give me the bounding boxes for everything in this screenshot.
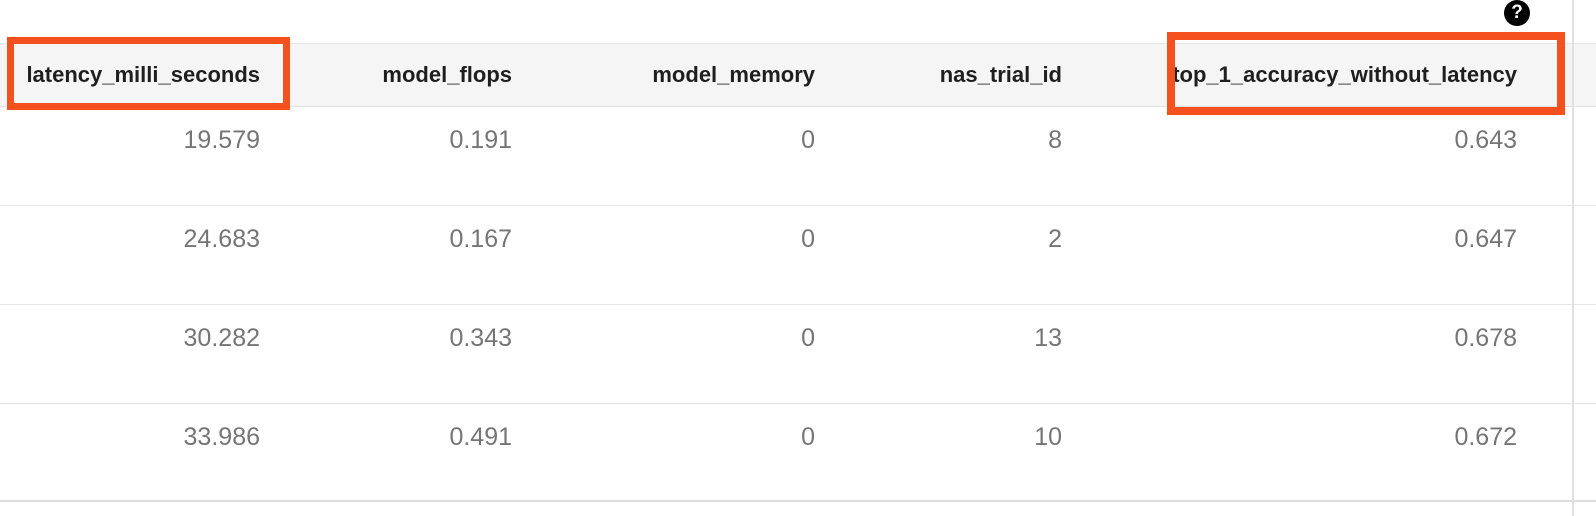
cell-top-1-accuracy: 0.672: [1454, 423, 1517, 451]
column-header-model-flops[interactable]: model_flops: [382, 62, 512, 87]
cell-model-memory: 0: [801, 423, 815, 451]
cell-model-flops: 0.491: [449, 423, 512, 451]
cell-latency: 19.579: [183, 126, 260, 154]
row-gutter-cell: [1573, 404, 1596, 501]
cell-nas-trial-id: 10: [1034, 423, 1062, 451]
table-row[interactable]: 30.282 0.343 0 13 0.678: [0, 304, 1596, 404]
cell-top-1-accuracy: 0.647: [1454, 225, 1517, 253]
column-header-latency-milli-seconds[interactable]: latency_milli_seconds: [26, 62, 260, 87]
row-gutter-cell: [1573, 305, 1596, 404]
column-header-model-memory[interactable]: model_memory: [652, 62, 815, 87]
row-gutter-cell: [1573, 206, 1596, 305]
cell-model-memory: 0: [801, 225, 815, 253]
table-row[interactable]: 33.986 0.491 0 10 0.672: [0, 403, 1596, 501]
column-header-top-1-accuracy-without-latency[interactable]: top_1_accuracy_without_latency: [1172, 62, 1517, 87]
cell-top-1-accuracy: 0.643: [1454, 126, 1517, 154]
cell-model-memory: 0: [801, 126, 815, 154]
nas-trials-table: latency_milli_seconds model_flops model_…: [0, 43, 1596, 502]
column-header-nas-trial-id[interactable]: nas_trial_id: [939, 62, 1062, 87]
help-icon[interactable]: ?: [1504, 0, 1530, 26]
table-row[interactable]: 24.683 0.167 0 2 0.647: [0, 205, 1596, 305]
cell-model-flops: 0.167: [449, 225, 512, 253]
row-gutter-cell: [1573, 107, 1596, 206]
cell-model-flops: 0.191: [449, 126, 512, 154]
cell-nas-trial-id: 13: [1034, 324, 1062, 352]
cell-top-1-accuracy: 0.678: [1454, 324, 1517, 352]
cell-model-memory: 0: [801, 324, 815, 352]
cell-latency: 33.986: [183, 423, 260, 451]
cell-nas-trial-id: 2: [1048, 225, 1062, 253]
cell-latency: 24.683: [183, 225, 260, 253]
header-gutter-cell: [1573, 44, 1596, 107]
cell-nas-trial-id: 8: [1048, 126, 1062, 154]
cell-latency: 30.282: [183, 324, 260, 352]
table-header-row: latency_milli_seconds model_flops model_…: [0, 43, 1596, 107]
table-row[interactable]: 19.579 0.191 0 8 0.643: [0, 106, 1596, 206]
table-right-divider: [1572, 0, 1574, 516]
cell-model-flops: 0.343: [449, 324, 512, 352]
